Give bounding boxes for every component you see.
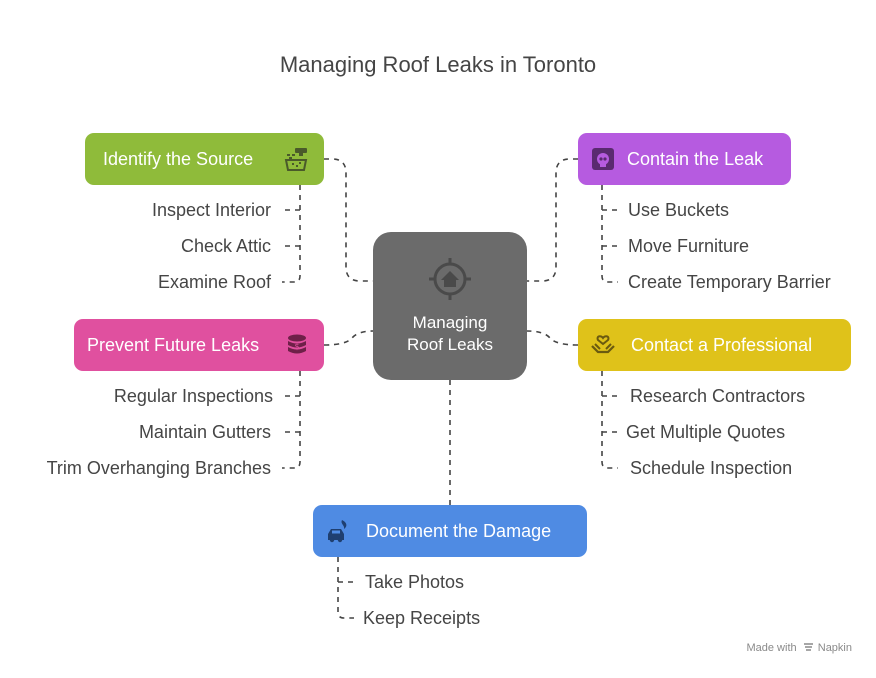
branch-document-the-damage: Document the Damage [313,505,587,557]
made-with-napkin-badge[interactable]: Made with Napkin [746,642,852,654]
item-keep-receipts: Keep Receipts [363,608,481,628]
roof-target-icon [429,258,471,300]
connector-prevent-items [282,371,301,469]
napkin-logo-icon [803,643,813,651]
diagram-title: Managing Roof Leaks in Toronto [279,52,597,77]
item-create-temporary-barrier: Create Temporary Barrier [628,272,831,292]
napkin-brand-label: Napkin [817,642,852,654]
item-check-attic: Check Attic [180,236,271,256]
connector-prevent [323,330,374,346]
coin-stack-icon: $ [288,334,306,354]
center-label-line2: Roof Leaks [407,335,493,354]
faucet-water-icon [284,148,308,171]
branch-prevent-future-leaks: Prevent Future Leaks $ [74,319,324,371]
item-research-contractors: Research Contractors [630,386,806,406]
connector-contain-items [601,185,618,283]
branch-contact-a-professional: Contact a Professional [578,319,851,371]
hands-heart-icon [591,335,615,354]
item-examine-roof: Examine Roof [157,272,271,292]
branch-identify-the-source: Identify the Source [85,133,324,185]
bucket-skull-icon [592,148,614,170]
item-schedule-inspection: Schedule Inspection [630,458,793,478]
connector-contain [527,158,578,282]
made-with-label: Made with [746,642,797,654]
connector-contact [526,330,579,346]
item-maintain-gutters: Maintain Gutters [138,422,271,442]
item-trim-overhanging-branches: Trim Overhanging Branches [46,458,271,478]
branch-identify-label: Identify the Source [103,149,254,169]
item-take-photos: Take Photos [365,572,465,592]
item-use-buckets: Use Buckets [628,200,730,220]
branch-document-label: Document the Damage [366,521,552,541]
branch-contain-the-leak: Contain the Leak [578,133,791,185]
item-move-furniture: Move Furniture [628,236,750,256]
branch-prevent-label: Prevent Future Leaks [87,335,260,355]
center-label-line1: Managing [412,313,488,332]
connector-contact-items [601,371,618,469]
svg-text:$: $ [294,342,299,351]
connector-document-items [337,557,354,619]
item-regular-inspections: Regular Inspections [113,386,273,406]
connector-identify-items [282,185,301,283]
center-node: Managing Roof Leaks [373,232,527,380]
branch-contain-label: Contain the Leak [627,149,764,169]
connector-identify [324,158,373,282]
item-inspect-interior: Inspect Interior [151,200,271,220]
item-get-multiple-quotes: Get Multiple Quotes [626,422,786,442]
branch-contact-label: Contact a Professional [631,335,813,355]
car-fire-icon [328,520,347,543]
